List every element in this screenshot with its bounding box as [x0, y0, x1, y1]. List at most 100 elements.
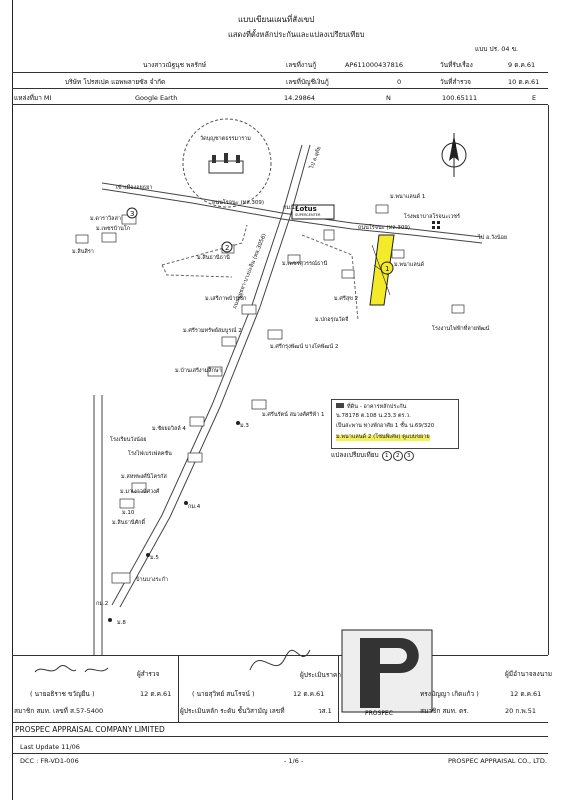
village-label-10: ม.เสรีภาพบ้านซีก	[205, 296, 247, 302]
doc-code: DCC : FR-VD1-006	[20, 757, 79, 765]
lotus-label: Lotus	[295, 205, 317, 213]
job-number: AP611000437816	[345, 61, 403, 69]
legend-row-1: ที่ดิน - อาคารหลักประกัน	[336, 403, 406, 411]
marker-3	[126, 207, 138, 219]
compare-mark-3: 3	[403, 451, 414, 461]
village-label-14: ม.มาเงาวนัศวงศ์	[120, 489, 160, 495]
footer-line	[12, 753, 548, 754]
sign3-member: สมาชิก สมท. ตร.	[420, 707, 469, 715]
km12-label: กม.12	[283, 205, 299, 211]
latitude: 14.29864	[284, 94, 316, 102]
road-east-label: ไป อ.วังน้อย	[478, 235, 508, 241]
compare-mark-2: 2	[392, 451, 403, 461]
legend-row-4: ม.พนาแลนด์ 2 (โซนพิเศษ) ตูแบบขยาย	[336, 434, 430, 441]
svg-text:1: 1	[385, 265, 389, 273]
village-label-25: โรงงานไฟฟ้าที่ลายพัฒน์	[432, 326, 490, 332]
north-label: N	[452, 143, 457, 150]
account-label: เลขที่บัญชีเงินกู้	[286, 78, 329, 86]
sign2-license: ผู้ประเมินหลัก ระดับ ชั้นวิสามัญ เลขที่	[180, 707, 285, 715]
sign2-date: 12 ต.ค.61	[293, 690, 325, 698]
sign-divider-1	[178, 655, 179, 722]
form-number: แบบ ปร. 04 ข.	[475, 45, 519, 53]
map-source: Google Earth	[135, 94, 178, 102]
page-left-border	[12, 0, 13, 800]
document-title: แบบเขียนแผนที่สังเขป	[238, 15, 315, 24]
sign1-member: สมาชิก สมท. เลขที่ ส.57-5400	[14, 707, 104, 715]
village-label-16: ม.ชัยยอวิลล์ 4	[152, 426, 186, 432]
svg-text:3: 3	[130, 210, 134, 218]
received-date: 9 ต.ค.61	[508, 61, 536, 69]
village-label-7: ม.เพชรสุวรรณ์ธานี	[282, 261, 328, 267]
north-arrow-icon	[441, 133, 467, 177]
stamp-text: PROSPEC	[365, 710, 393, 717]
longitude: 100.65111	[442, 94, 478, 102]
village-label-12: ม.ศรีกรุงพัฒน์ บางโคพัฒน์ 2	[270, 344, 339, 350]
company-name: บริษัท โปรสเปค แอพพลายซัล จำกัด	[65, 78, 166, 86]
village-label-4: ม.สินสิรา	[72, 249, 94, 255]
road-309-label-a: ถนนโรจนะ (ทล.309)	[212, 200, 264, 206]
temple-circle	[182, 118, 272, 208]
map-drawing: 1 3 2	[75, 118, 483, 655]
house-icons	[75, 204, 465, 584]
company-bottom-line	[12, 736, 548, 737]
marker-2	[221, 241, 233, 253]
marker-1	[380, 261, 394, 275]
sign3-name: ทรงมัญญา เกิดแก้ว )	[420, 690, 479, 698]
received-label: วันที่รับเรื่อง	[440, 61, 473, 69]
copyright: PROSPEC APPRAISAL CO., LTD.	[448, 757, 547, 765]
road-3056-line1	[111, 144, 303, 606]
sign2-license-no: วส.1	[318, 707, 332, 715]
sign2-role: ผู้ประเมินราคา	[300, 671, 342, 679]
village-label-11: ม.ศรีรวมทรัพย์สมบูรณ์ 2	[183, 328, 242, 334]
sign2-name: ( นายสุวิทย์ สนโรจน์ )	[192, 690, 255, 698]
sign1-date: 12 ต.ค.61	[140, 690, 172, 698]
signature-1	[34, 665, 109, 673]
village-label-15: ม.ศรีนรัตน์ สมวงศ์ศรีฟ้า 1	[262, 412, 325, 418]
village-label-26: บ้านบางระกำ	[136, 577, 168, 583]
last-update: Last Update 11/06	[20, 743, 80, 751]
info-row2-line	[12, 88, 548, 89]
company-english: PROSPEC APPRAISAL COMPANY LIMITED	[15, 725, 165, 734]
company-top-line	[12, 722, 548, 723]
road-309-label-b: ถนนโรจนะ (ทล.309)	[358, 225, 410, 231]
svg-text:2: 2	[225, 244, 229, 252]
village-label-18: โรงเรียนวังน้อย	[110, 437, 147, 443]
compare-mark-1: 1	[381, 451, 392, 461]
road-west-label: เข้าเมืองอยุธยา	[116, 185, 153, 191]
sign3-role: ผู้มีอำนาจลงนาม	[505, 670, 553, 678]
legend-box: ที่ดิน - อาคารหลักประกัน น.78178 ต.108 น…	[331, 399, 459, 449]
survey-label: วันที่สำรวจ	[440, 78, 471, 86]
job-label: เลขที่งานกู้	[286, 61, 317, 69]
longitude-dir: E	[532, 94, 537, 102]
legend-row-2: น.78178 ต.108 น.23.3 ตร.ว.	[336, 413, 411, 419]
info-row3-line	[12, 104, 548, 105]
village-label-9: ม.ปกอรุณวัดจี	[315, 317, 349, 323]
village-label-3: ม.เพชรบ้านโก	[96, 226, 131, 232]
survey-date: 10 ต.ค.61	[508, 78, 540, 86]
hospital-label: โรงพยาบาลโรจนะเวชร์	[404, 214, 460, 220]
road-309-line2	[101, 188, 483, 244]
village-label-20: ม.10	[122, 510, 135, 516]
village-label-2: ม.ดาราวิลล่า	[90, 216, 121, 222]
map-panel: 1 3 2	[12, 105, 549, 655]
village-label-5: ม.ศรีสุข 2	[334, 296, 359, 302]
village-label-17: โรงไฟเบรเฟลคชัน	[128, 451, 172, 457]
lotus-sign	[291, 204, 335, 220]
village-label-22: ม.5	[150, 555, 159, 561]
page-number: - 1/6 -	[284, 757, 304, 765]
sign3-member-date: 20 ก.พ.51	[505, 707, 536, 715]
info-row1-line	[12, 72, 548, 73]
village-label-21: ม.สินธานีศักดิ์	[112, 520, 146, 526]
sign1-name: ( นายอธิราช ขวัญยืน )	[30, 690, 95, 698]
sign-divider-2	[338, 655, 339, 722]
legend-swatch	[336, 403, 344, 408]
village-label-13: ม.บ้านเสรีงามสิกษา	[175, 368, 222, 374]
map-source-label: แหล่งที่มา MI	[14, 94, 52, 102]
km4-label: กม.4	[188, 504, 201, 510]
account-number: 0	[397, 78, 402, 86]
sign-top-line	[12, 655, 548, 656]
owner-name: นางสาวณัฐนุช พลรักษ์	[143, 61, 207, 69]
prospec-stamp	[341, 629, 433, 713]
village-label-8: ม.พนาแลนด์	[394, 262, 425, 268]
